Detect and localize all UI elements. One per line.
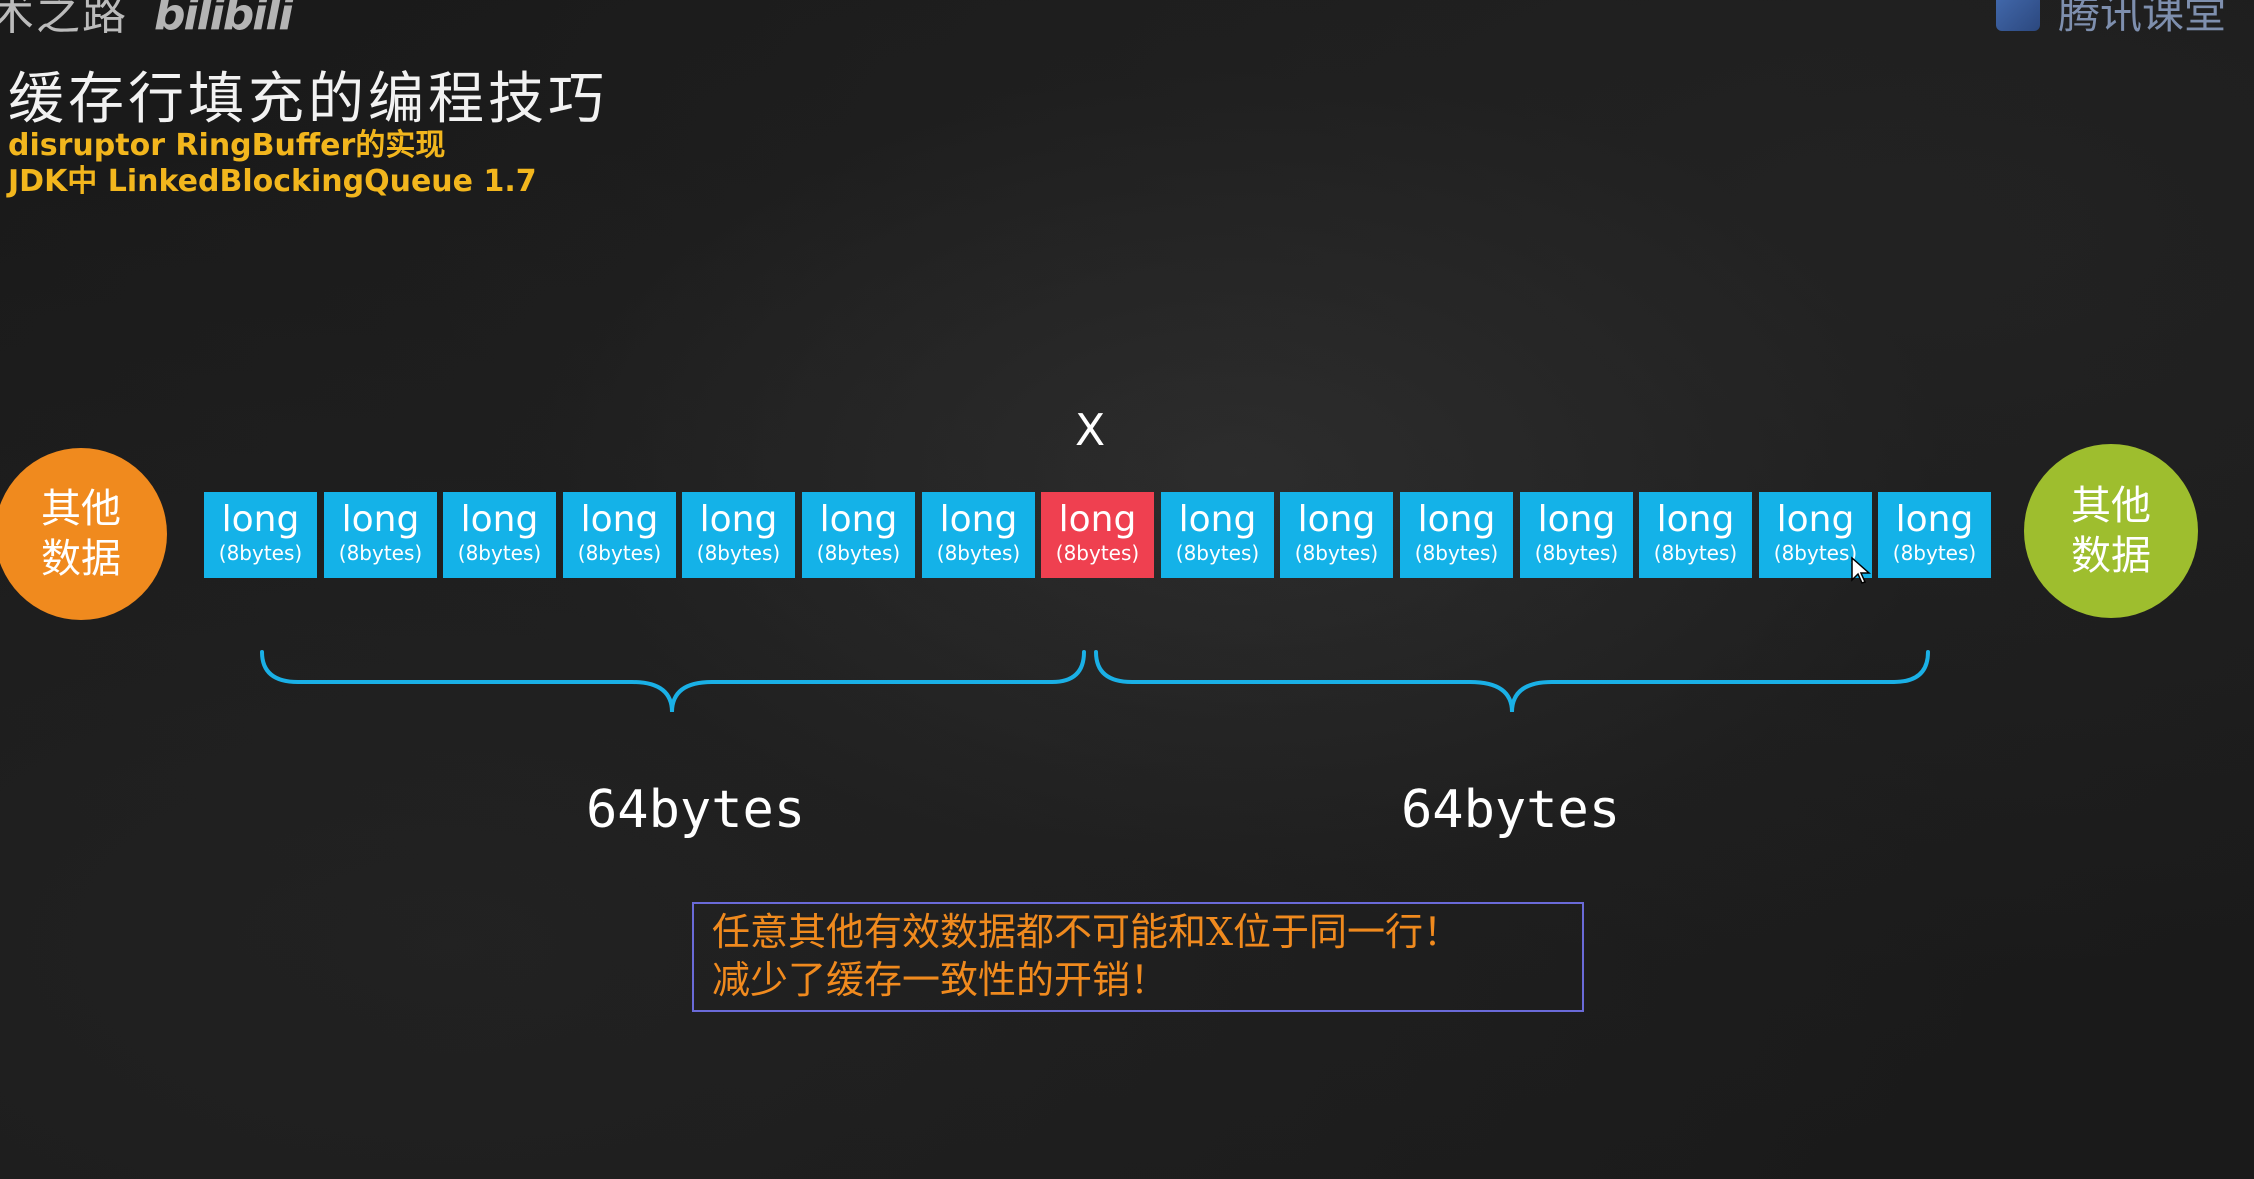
note-line-2: 减少了缓存一致性的开销！ [712, 958, 1169, 1002]
brace-right [1094, 650, 1930, 713]
cell-size-label: (8bytes) [1175, 541, 1260, 565]
cell-type-label: long [1417, 499, 1496, 540]
cell-type-label: long [460, 499, 539, 540]
cell-type-label: long [1178, 499, 1257, 540]
note-line-1: 任意其他有效数据都不可能和X位于同一行！ [712, 910, 1462, 954]
mouse-cursor-icon [1851, 556, 1871, 584]
cell-x-highlighted: long(8bytes) [1041, 492, 1154, 578]
cell-long: long(8bytes) [802, 492, 915, 578]
cell-type-label: long [1895, 499, 1974, 540]
cell-type-label: long [819, 499, 898, 540]
cell-long: long(8bytes) [1639, 492, 1752, 578]
cell-size-label: (8bytes) [1773, 541, 1858, 565]
brace-right-label: 64bytes [1401, 780, 1621, 840]
slide-title: 缓存行填充的编程技巧 [8, 67, 608, 132]
tencent-classroom-icon [1995, 0, 2040, 31]
cell-size-label: (8bytes) [577, 541, 662, 565]
watermark-brand-text: 腾讯课堂 [2057, 0, 2226, 38]
cell-long: long(8bytes) [324, 492, 437, 578]
watermark-channel-text: 术之路 [0, 0, 128, 40]
cell-long: long(8bytes) [1400, 492, 1513, 578]
cell-type-label: long [341, 499, 420, 540]
cell-type-label: long [1058, 499, 1137, 540]
cell-long: long(8bytes) [1280, 492, 1393, 578]
cell-type-label: long [1537, 499, 1616, 540]
cell-size-label: (8bytes) [816, 541, 901, 565]
other-data-left-label: 其他数据 [41, 486, 121, 582]
cell-size-label: (8bytes) [936, 541, 1021, 565]
marker-x-label: X [1075, 405, 1106, 456]
bilibili-logo: bilibili [154, 0, 293, 40]
cell-long: long(8bytes) [922, 492, 1035, 578]
cell-long: long(8bytes) [1161, 492, 1274, 578]
other-data-node-left: 其他数据 [0, 448, 167, 620]
subtitle-disruptor: disruptor RingBuffer的实现 [8, 128, 446, 163]
cell-size-label: (8bytes) [1414, 541, 1499, 565]
cell-type-label: long [1776, 499, 1855, 540]
cell-size-label: (8bytes) [1055, 541, 1140, 565]
cell-size-label: (8bytes) [218, 541, 303, 565]
cell-long: long(8bytes) [682, 492, 795, 578]
cell-type-label: long [699, 499, 778, 540]
cell-type-label: long [1656, 499, 1735, 540]
cell-size-label: (8bytes) [1653, 541, 1738, 565]
cell-type-label: long [1297, 499, 1376, 540]
cell-size-label: (8bytes) [457, 541, 542, 565]
cell-size-label: (8bytes) [1294, 541, 1379, 565]
cache-line-braces [260, 650, 1930, 713]
other-data-node-right: 其他数据 [2024, 444, 2198, 618]
bilibili-watermark: 术之路 bilibili [0, 0, 293, 42]
brace-left-label: 64bytes [586, 780, 806, 840]
cell-long: long(8bytes) [1520, 492, 1633, 578]
subtitle-jdk: JDK中 LinkedBlockingQueue 1.7 [8, 164, 537, 199]
cell-size-label: (8bytes) [696, 541, 781, 565]
other-data-right-label: 其他数据 [2071, 483, 2151, 579]
cell-long: long(8bytes) [563, 492, 676, 578]
tencent-classroom-watermark: 腾讯课堂 [1995, 0, 2226, 41]
cell-size-label: (8bytes) [1892, 541, 1977, 565]
cell-type-label: long [221, 499, 300, 540]
cell-type-label: long [939, 499, 1018, 540]
note-box: 任意其他有效数据都不可能和X位于同一行！ 减少了缓存一致性的开销！ [692, 902, 1584, 1012]
cell-long: long(8bytes) [204, 492, 317, 578]
cell-long: long(8bytes) [1878, 492, 1991, 578]
cell-type-label: long [580, 499, 659, 540]
cell-long: long(8bytes) [443, 492, 556, 578]
brace-left [260, 650, 1086, 713]
cell-size-label: (8bytes) [338, 541, 423, 565]
cell-size-label: (8bytes) [1534, 541, 1619, 565]
